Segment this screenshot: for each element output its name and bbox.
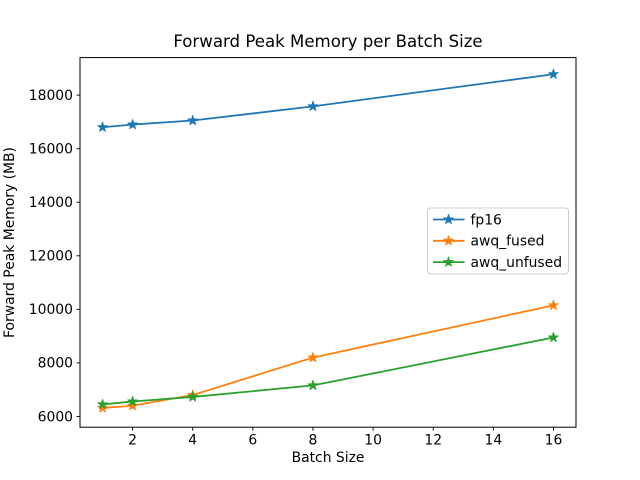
x-tick-label: 6: [248, 433, 257, 449]
legend-marker-star: [443, 213, 454, 225]
legend-box: [427, 207, 569, 275]
y-tick-label: 8000: [38, 356, 73, 372]
data-point-awq_fused: [548, 299, 559, 310]
legend-marker-star: [443, 256, 454, 267]
data-point-fp16: [127, 118, 138, 130]
x-tick-label: 2: [128, 433, 137, 449]
x-tick-label: 16: [545, 433, 563, 449]
data-point-awq_unfused: [97, 398, 108, 410]
x-tick-label: 14: [484, 433, 502, 449]
legend-label-awq_fused: awq_fused: [471, 234, 545, 250]
legend-label-fp16: fp16: [471, 212, 502, 228]
y-tick-label: 18000: [29, 88, 73, 104]
data-point-fp16: [548, 68, 559, 79]
data-point-awq_unfused: [127, 395, 138, 407]
data-point-awq_unfused: [187, 391, 199, 402]
y-tick-label: 16000: [29, 141, 73, 157]
y-tick-label: 6000: [38, 409, 73, 425]
data-point-awq_fused: [127, 400, 138, 411]
data-point-awq_unfused: [548, 331, 559, 343]
x-tick-label: 10: [364, 433, 382, 449]
legend-label-awq_unfused: awq_unfused: [471, 255, 563, 271]
x-tick-label: 4: [188, 433, 197, 449]
x-axis-label: Batch Size: [292, 450, 365, 466]
x-tick-label: 12: [424, 433, 442, 449]
data-point-awq_fused: [97, 402, 108, 413]
data-point-fp16: [307, 100, 319, 111]
y-tick-label: 12000: [29, 249, 73, 265]
x-tick-label: 8: [309, 433, 318, 449]
legend-marker-star: [443, 235, 454, 246]
data-point-awq_unfused: [307, 379, 319, 391]
data-point-awq_fused: [307, 351, 319, 363]
data-point-fp16: [187, 114, 199, 126]
y-axis-label: Forward Peak Memory (MB): [2, 147, 18, 338]
chart-title: Forward Peak Memory per Batch Size: [173, 32, 482, 51]
data-point-fp16: [97, 121, 108, 132]
y-tick-label: 14000: [29, 195, 73, 211]
y-tick-label: 10000: [29, 302, 73, 318]
